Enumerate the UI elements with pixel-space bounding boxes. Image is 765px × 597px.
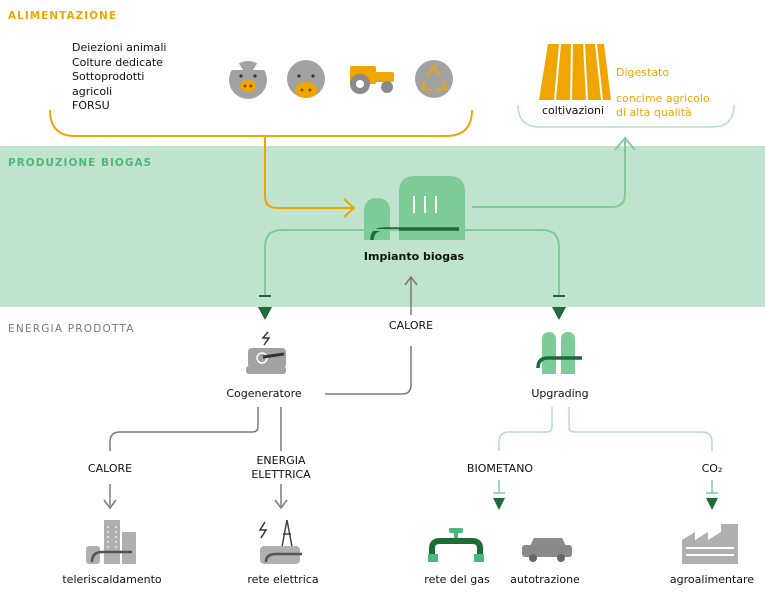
output-rete-elettrica: rete elettrica	[247, 573, 319, 586]
energia-line2: ELETTRICA	[251, 468, 311, 481]
output-teleriscaldamento: teleriscaldamento	[62, 573, 162, 586]
input-item: agricoli	[72, 84, 113, 98]
cogeneratore-label: Cogeneratore	[226, 387, 302, 400]
feed-arrow	[264, 137, 352, 209]
input-item: FORSU	[72, 99, 110, 112]
pig-icon	[229, 61, 267, 99]
section-energia: ENERGIA PRODOTTA	[8, 323, 135, 335]
output-autotrazione: autotrazione	[510, 573, 580, 586]
city-buildings-icon	[86, 520, 136, 564]
cogenerator-icon	[246, 331, 286, 374]
digestate-arrow	[472, 140, 626, 208]
field-label: coltivazioni	[542, 104, 605, 117]
concime-line1: concime agricolo	[616, 92, 710, 105]
calore-return-line	[325, 346, 412, 395]
input-item: Deiezioni animali	[72, 41, 167, 54]
output-agroalimentare: agroalimentare	[669, 573, 755, 586]
concime-line2: di alta qualità	[616, 106, 692, 119]
section-produzione: PRODUZIONE BIOGAS	[8, 157, 153, 169]
plant-label: Impianto biogas	[363, 250, 465, 263]
digestato-label: Digestato	[616, 66, 670, 79]
section-alimentazione: ALIMENTAZIONE	[8, 10, 118, 22]
recycle-icon	[415, 60, 453, 98]
inputs-list: Deiezioni animali Colture dedicate Sotto…	[72, 41, 166, 114]
biometano-label: BIOMETANO	[466, 462, 534, 475]
car-icon	[522, 538, 572, 562]
input-item: Sottoprodotti	[72, 70, 145, 83]
energia-line1: ENERGIA	[256, 454, 306, 467]
field-bracket	[517, 104, 735, 128]
inputs-bracket	[49, 109, 473, 137]
co2-label: CO₂	[701, 462, 723, 475]
gas-valve-icon	[428, 528, 484, 562]
power-grid-icon	[258, 519, 302, 564]
calore-return-label: CALORE	[388, 319, 434, 332]
factory-icon	[682, 524, 738, 564]
input-item: Colture dedicate	[72, 55, 163, 69]
output-rete-gas: rete del gas	[424, 573, 490, 586]
calore-label: CALORE	[87, 462, 133, 475]
upgrading-icon	[536, 332, 582, 374]
field-icon	[539, 43, 611, 101]
cow-icon	[287, 57, 325, 98]
tractor-icon	[350, 66, 394, 94]
upgrading-label: Upgrading	[531, 387, 589, 400]
